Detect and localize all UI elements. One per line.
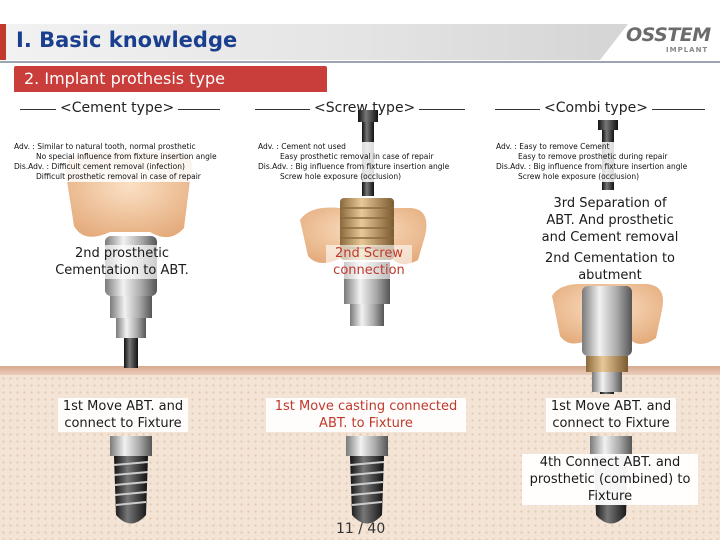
cement-adv-2: No special influence from fixture insert… <box>36 152 217 161</box>
combi-adv: Adv. : Easy to remove Cement <box>496 142 610 151</box>
screw-step-2: 2nd Screw connection <box>326 245 412 279</box>
page-title: I. Basic knowledge <box>16 28 238 52</box>
logo-text: OSSTEM <box>626 24 711 46</box>
screw-type-title: <Screw type> <box>310 100 420 116</box>
screw-casting-abutment <box>340 198 394 326</box>
cement-adv: Adv. : Similar to natural tooth, normal … <box>14 142 196 151</box>
section-title: 2. Implant prothesis type <box>24 69 225 88</box>
screw-description: Adv. : Cement not used Easy prosthetic r… <box>258 142 450 182</box>
combi-adv-2: Easy to remove prosthetic during repair <box>518 152 668 161</box>
combi-step-2: 2nd Cementation to abutment <box>540 250 680 284</box>
section-tab <box>14 66 327 92</box>
header-band <box>0 24 628 60</box>
combi-step-1: 1st Move ABT. and connect to Fixture <box>546 398 676 432</box>
combi-disadv: Dis.Adv. : Big influence from fixture in… <box>496 162 688 171</box>
screw-step-1: 1st Move casting connected ABT. to Fixtu… <box>266 398 466 432</box>
screw-disadv: Dis.Adv. : Big influence from fixture in… <box>258 162 450 171</box>
header-rule <box>0 61 720 63</box>
combi-abutment <box>582 286 632 394</box>
page-number: 11 / 40 <box>336 521 386 537</box>
cement-type-title: <Cement type> <box>56 100 179 116</box>
cement-disadv: Dis.Adv. : Difficult cement removal (inf… <box>14 162 185 171</box>
combi-disadv-2: Screw hole exposure (occlusion) <box>518 172 640 181</box>
combi-step-4: 4th Connect ABT. and prosthetic (combine… <box>522 454 698 505</box>
combi-type-title: <Combi type> <box>540 100 652 116</box>
cement-description: Adv. : Similar to natural tooth, normal … <box>14 142 217 182</box>
cement-fixture <box>110 436 152 524</box>
header-accent <box>0 24 6 60</box>
screw-adv-2: Easy prosthetic removal in case of repai… <box>280 152 434 161</box>
screw-fixture <box>346 436 388 524</box>
combi-step-3: 3rd Separation of ABT. And prosthetic an… <box>540 195 680 246</box>
logo-subtext: IMPLANT <box>666 46 709 54</box>
cement-disadv-2: Difficult prosthetic removal in case of … <box>36 172 201 181</box>
osstem-logo: OSSTEM IMPLANT <box>626 24 716 54</box>
combi-description: Adv. : Easy to remove Cement Easy to rem… <box>496 142 688 182</box>
cement-step-1: 1st Move ABT. and connect to Fixture <box>58 398 188 432</box>
screw-disadv-2: Screw hole exposure (occlusion) <box>280 172 402 181</box>
cement-step-2: 2nd prosthetic Cementation to ABT. <box>52 245 192 279</box>
screw-adv: Adv. : Cement not used <box>258 142 346 151</box>
